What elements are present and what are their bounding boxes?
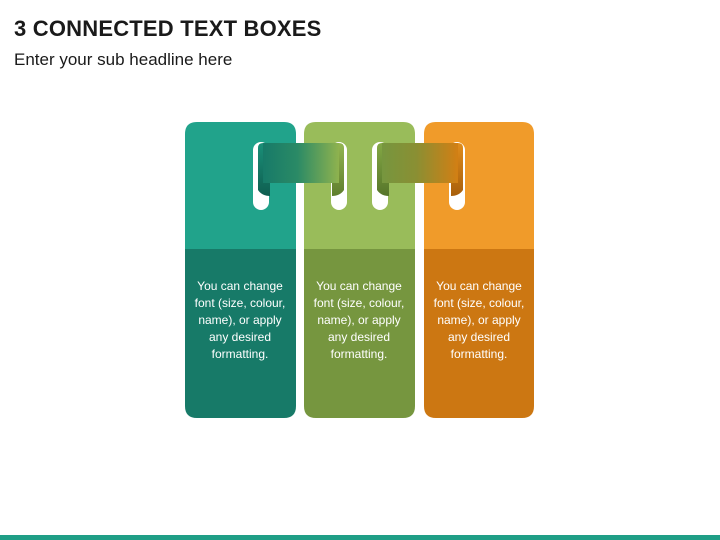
text-box-1-bottom: [185, 249, 296, 418]
text-box-1-top: [185, 122, 296, 249]
text-box-3-bottom: [424, 249, 534, 418]
slide-subtitle: Enter your sub headline here: [14, 50, 233, 69]
ribbon-1-band: [263, 143, 339, 183]
text-box-2-top: [304, 122, 415, 249]
text-box-2-body: You can change font (size, colour, name)…: [313, 279, 405, 361]
slide-title: 3 CONNECTED TEXT BOXES: [14, 16, 322, 41]
text-box-3-body: You can change font (size, colour, name)…: [433, 279, 525, 361]
ribbon-connector-1: [258, 143, 344, 196]
text-box-2-bottom: [304, 249, 415, 418]
ribbon-connector-2: [377, 143, 463, 196]
ribbon-2-right-curl: [451, 143, 463, 196]
text-box-1-body: You can change font (size, colour, name)…: [194, 279, 286, 361]
ribbon-2-band: [382, 143, 458, 183]
footer-accent-bar: [0, 535, 720, 540]
text-box-3-top: [424, 122, 534, 249]
ribbon-1-right-curl: [332, 143, 344, 196]
